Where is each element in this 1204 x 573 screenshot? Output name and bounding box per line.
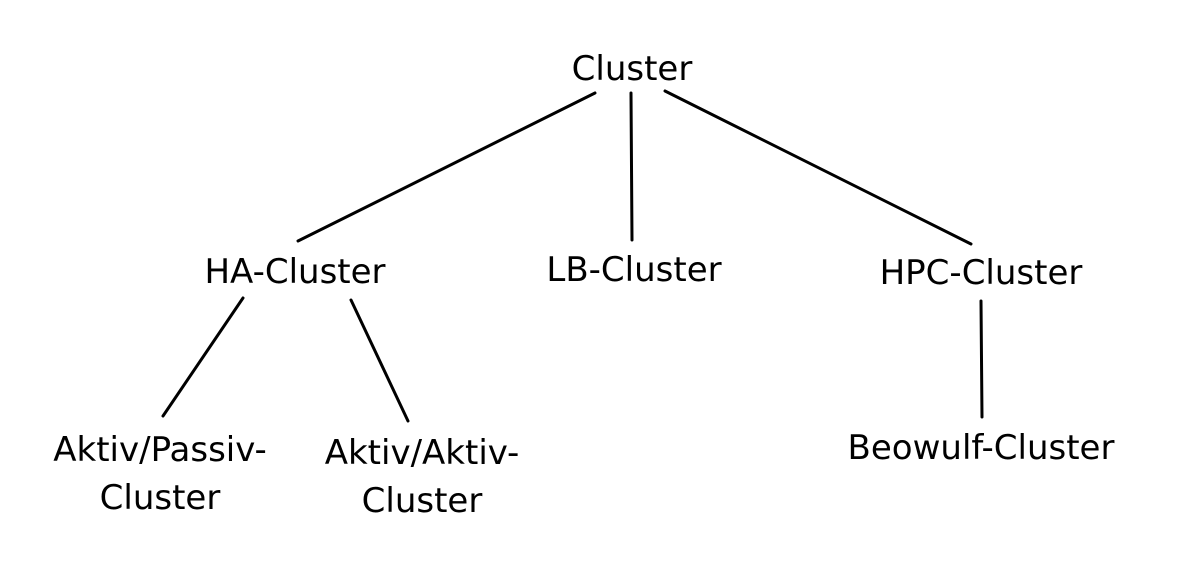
node-active-passive: Aktiv/Passiv- Cluster xyxy=(53,430,266,518)
edges xyxy=(161,89,984,423)
node-beowulf-line-1: Beowulf-Cluster xyxy=(848,428,1115,468)
edge-cluster-to-lb xyxy=(629,91,634,242)
node-hpc: HPC-Cluster xyxy=(880,253,1083,293)
node-active-active: Aktiv/Aktiv- Cluster xyxy=(325,433,520,521)
edge-cluster-to-hpc xyxy=(663,89,973,246)
node-cluster: Cluster xyxy=(572,49,693,89)
node-lb-line-1: LB-Cluster xyxy=(546,250,721,290)
node-lb: LB-Cluster xyxy=(546,250,721,290)
node-active-passive-line-1: Aktiv/Passiv- xyxy=(53,430,266,470)
edge-ha-to-active-active xyxy=(349,298,410,423)
node-cluster-line-1: Cluster xyxy=(572,49,693,89)
edge-hpc-to-beowulf xyxy=(979,299,984,419)
edge-ha-to-active-passive xyxy=(161,296,245,418)
node-active-active-line-1: Aktiv/Aktiv- xyxy=(325,433,520,473)
node-ha-line-1: HA-Cluster xyxy=(204,252,385,292)
edge-cluster-to-ha xyxy=(296,91,597,243)
node-beowulf: Beowulf-Cluster xyxy=(848,428,1115,468)
node-ha: HA-Cluster xyxy=(204,252,385,292)
node-hpc-line-1: HPC-Cluster xyxy=(880,253,1083,293)
node-active-passive-line-2: Cluster xyxy=(100,478,221,518)
node-active-active-line-2: Cluster xyxy=(362,481,483,521)
